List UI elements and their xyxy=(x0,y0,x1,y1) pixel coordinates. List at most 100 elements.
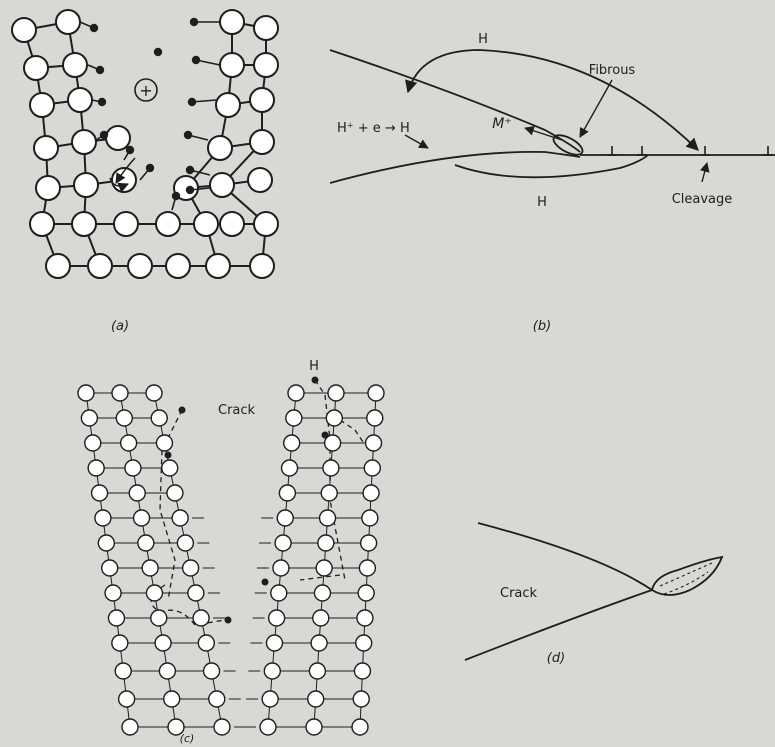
metal-atom xyxy=(74,173,98,197)
metal-atom xyxy=(264,663,280,679)
hydrogen-atom xyxy=(225,617,232,624)
metal-atom xyxy=(204,663,220,679)
cleavage-pointer xyxy=(702,163,707,182)
hydrogen-atom xyxy=(322,432,329,439)
metal-atom xyxy=(56,10,80,34)
metal-atom xyxy=(306,719,322,735)
label-h-upper: H xyxy=(478,32,488,47)
metal-atom xyxy=(284,435,300,451)
metal-atom xyxy=(119,691,135,707)
crack-upper-face xyxy=(330,50,580,152)
metal-atom xyxy=(323,460,339,476)
metal-atom xyxy=(138,535,154,551)
metal-atom xyxy=(36,176,60,200)
metal-atom xyxy=(142,560,158,576)
metal-atom xyxy=(194,212,218,236)
label-h-c: H xyxy=(309,359,319,374)
hydrogen-atom xyxy=(186,186,194,194)
metal-atom xyxy=(316,560,332,576)
metal-atom xyxy=(34,136,58,160)
hydrogen-atom xyxy=(262,579,269,586)
metal-atom xyxy=(88,254,112,278)
metal-atom xyxy=(366,435,382,451)
metal-atom xyxy=(125,460,141,476)
metal-atom xyxy=(328,385,344,401)
caption-c: (c) xyxy=(180,732,195,745)
positive-ion-sign: + xyxy=(139,81,152,100)
metal-atom xyxy=(167,485,183,501)
metal-atom xyxy=(359,560,375,576)
h-arc-lower xyxy=(455,155,648,177)
metal-atoms xyxy=(12,10,278,278)
label-h-lower: H xyxy=(537,195,547,210)
metal-atom xyxy=(72,212,96,236)
dislocation-symbols xyxy=(607,146,773,155)
metal-atom xyxy=(24,56,48,80)
metal-atom xyxy=(321,485,337,501)
hydrogen-atom xyxy=(172,192,180,200)
metal-atom xyxy=(250,254,274,278)
metal-atom xyxy=(308,691,324,707)
hydrogen-atom xyxy=(126,146,134,154)
metal-atom xyxy=(102,560,118,576)
metal-atom xyxy=(30,93,54,117)
hydrogen-atom xyxy=(165,452,172,459)
metal-atom xyxy=(311,635,327,651)
metal-atom xyxy=(112,635,128,651)
metal-atom xyxy=(12,18,36,42)
hydrogen-atom xyxy=(192,56,200,64)
hydrogen-atom xyxy=(312,377,319,384)
metal-atom xyxy=(286,410,302,426)
metal-atom xyxy=(81,410,97,426)
metal-atom xyxy=(183,560,199,576)
metal-atom xyxy=(105,585,121,601)
metal-atom xyxy=(248,168,272,192)
hydrogen-atoms xyxy=(80,18,220,210)
metal-atom xyxy=(363,485,379,501)
caption-a: (a) xyxy=(111,319,129,334)
hydrogen-atom xyxy=(146,164,154,172)
metal-atom xyxy=(95,510,111,526)
label-fibrous: Fibrous xyxy=(589,63,636,78)
metal-atom xyxy=(156,435,172,451)
metal-atom xyxy=(216,93,240,117)
metal-atom xyxy=(209,691,225,707)
metal-atom xyxy=(352,719,368,735)
metal-atom xyxy=(356,635,372,651)
metal-atom xyxy=(277,510,293,526)
metal-atom xyxy=(220,53,244,77)
metal-atom xyxy=(357,610,373,626)
metal-atom xyxy=(250,88,274,112)
hydrogen-atom xyxy=(98,98,106,106)
label-reaction: H⁺ + e → H xyxy=(337,121,410,136)
hydrogen-atom xyxy=(90,24,98,32)
panel-c-lattice xyxy=(78,377,384,736)
metal-atom xyxy=(309,663,325,679)
metal-atom xyxy=(116,410,132,426)
metal-atom xyxy=(254,53,278,77)
metal-atom xyxy=(262,691,278,707)
crack-lower-face xyxy=(330,152,580,183)
hydrogen-atom xyxy=(188,98,196,106)
metal-atom xyxy=(250,130,274,154)
metal-atom xyxy=(112,385,128,401)
metal-atom xyxy=(367,410,383,426)
reaction-arrow xyxy=(405,135,428,148)
metal-atom xyxy=(260,719,276,735)
caption-d: (d) xyxy=(547,651,565,666)
hydrogen-atom xyxy=(154,48,162,56)
metal-atom xyxy=(46,254,70,278)
metal-atom xyxy=(121,435,137,451)
metal-atom xyxy=(98,535,114,551)
hydrogen-atom xyxy=(96,66,104,74)
metal-atoms xyxy=(78,385,384,735)
metal-atom xyxy=(318,535,334,551)
metal-atom xyxy=(159,663,175,679)
metal-atom xyxy=(114,212,138,236)
metal-atom xyxy=(220,212,244,236)
metal-atom xyxy=(361,535,377,551)
metal-atom xyxy=(364,460,380,476)
hydrogen-atom xyxy=(186,166,194,174)
h-path xyxy=(300,575,340,580)
metal-atom xyxy=(353,691,369,707)
